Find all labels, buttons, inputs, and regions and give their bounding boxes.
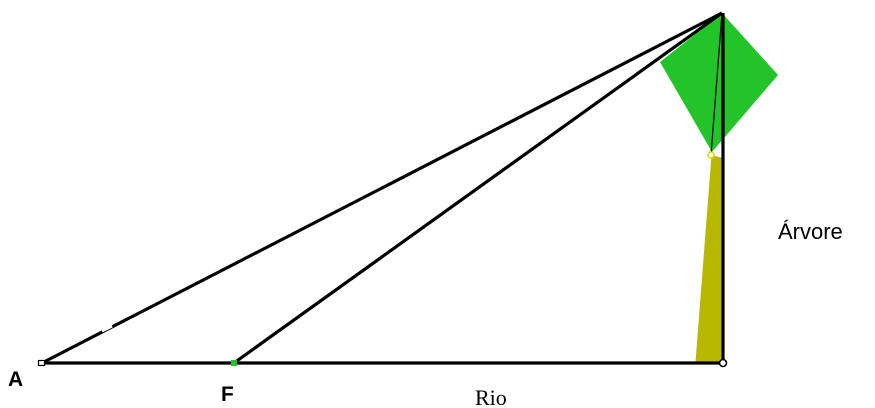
- crown-to-trunk-line: [710, 12, 723, 156]
- label-point-f: F: [221, 383, 234, 406]
- point-f-marker: [231, 360, 237, 366]
- point-a-marker: [37, 359, 46, 367]
- point-trunk-marker: [707, 151, 715, 159]
- label-point-a: A: [8, 368, 23, 391]
- line-a-to-top: [41, 11, 723, 365]
- label-tree: Árvore: [778, 219, 843, 244]
- label-river: Rio: [475, 385, 507, 408]
- line-f-to-top: [233, 11, 723, 365]
- point-tree-base-marker: [718, 358, 728, 368]
- tree-crown: [660, 13, 778, 152]
- trunk-edge-line: [694, 154, 712, 363]
- tree-trunk: [695, 155, 723, 362]
- hypotenuse-mark: [101, 324, 113, 333]
